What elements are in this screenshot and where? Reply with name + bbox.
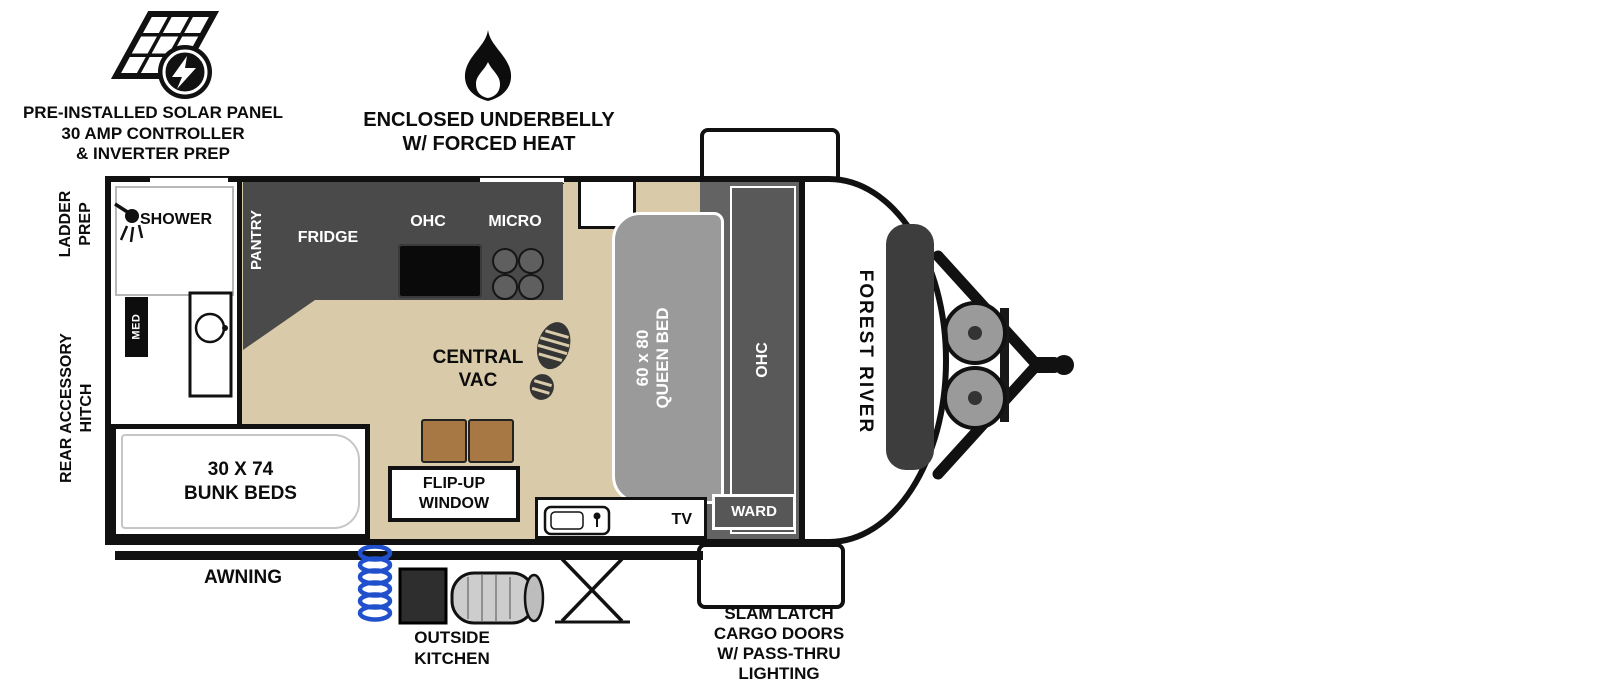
bed-ohc-cabinet [730, 186, 796, 534]
flame-icon [464, 30, 512, 101]
shower-head-icon [114, 202, 144, 243]
burner-icon [518, 274, 544, 300]
burner-icon [492, 248, 518, 274]
solar-line-3: & INVERTER PREP [76, 144, 230, 164]
solar-callout: PRE-INSTALLED SOLAR PANEL 30 AMP CONTROL… [0, 103, 306, 165]
micro-label: MICRO [488, 213, 542, 230]
solar-line-1: PRE-INSTALLED SOLAR PANEL [22, 103, 284, 122]
grill-icon [398, 567, 448, 625]
outside-kitchen-label: OUTSIDE KITCHEN [372, 628, 532, 669]
queen-bed-label: 60 x 80 QUEEN BED [633, 273, 677, 443]
ladder-prep-line-1: LADDER [57, 190, 74, 258]
awning-bar [115, 551, 703, 560]
shower-pan [115, 186, 234, 296]
wardrobe: WARD [712, 494, 796, 530]
burner-icon [492, 274, 518, 300]
seat-cube [468, 419, 514, 463]
ladder-prep-line-2: PREP [76, 202, 94, 246]
hose-coil-icon [357, 544, 393, 622]
range-icon [398, 244, 482, 298]
flip-window-line-1: FLIP-UP [422, 475, 486, 493]
burner-icon [518, 248, 544, 274]
cargo-doors-line-1: SLAM LATCH [724, 604, 834, 623]
outside-kitchen-line-1: OUTSIDE [414, 628, 490, 647]
rear-hitch-line-1: REAR ACCESSORY [58, 333, 75, 483]
cargo-door-bottom [697, 543, 845, 609]
cargo-doors-line-2: CARGO DOORS [713, 624, 845, 643]
queen-mattress [612, 212, 724, 504]
cargo-doors-label: SLAM LATCH CARGO DOORS W/ PASS-THRU LIGH… [694, 604, 864, 684]
flip-window-line-2: WINDOW [418, 495, 490, 512]
solar-line-2: 30 AMP CONTROLLER [61, 123, 245, 143]
fridge-label: FRIDGE [297, 229, 359, 246]
pantry-label: PANTRY [248, 210, 265, 270]
queen-size-label: 60 x 80 [633, 329, 652, 387]
rear-accessory-hitch-label: REAR ACCESSORY HITCH [57, 313, 99, 503]
footprint-icon [529, 322, 571, 400]
awning-label: AWNING [203, 567, 283, 588]
folding-stand-icon [555, 554, 630, 624]
underbelly-line-1: ENCLOSED UNDERBELLY [363, 109, 615, 131]
kitchen-ohc-label: OHC [410, 213, 446, 230]
tv-label: TV [671, 511, 692, 528]
central-vac-line-2: VAC [458, 370, 498, 392]
central-vac-label: CENTRAL VAC [403, 346, 553, 392]
outside-kitchen-line-2: KITCHEN [414, 648, 490, 668]
lightning-bolt-icon [158, 45, 212, 99]
bunk-size-label: 30 X 74 [207, 459, 274, 481]
seat-cube [421, 419, 467, 463]
griddle-icon [450, 571, 545, 625]
sink-icon [543, 505, 611, 536]
bunk-label: 30 X 74 BUNK BEDS [111, 424, 370, 539]
central-vac-line-1: CENTRAL [432, 347, 524, 368]
propane-tanks-icon [932, 250, 1074, 480]
queen-bed-text: QUEEN BED [653, 307, 673, 409]
outside-kitchen-equipment [357, 544, 630, 625]
cargo-doors-line-3: W/ PASS-THRU [717, 644, 841, 663]
front-cap-band [886, 224, 934, 470]
ladder-prep-label: LADDER PREP [56, 164, 98, 284]
rear-hitch-line-2: HITCH [77, 383, 95, 433]
ward-label: WARD [731, 503, 777, 520]
med-cabinet: MED [125, 297, 148, 357]
cargo-doors-line-4: LIGHTING [738, 664, 820, 683]
bunk-beds-label: BUNK BEDS [184, 482, 297, 504]
med-label: MED [129, 314, 142, 340]
flip-up-window: FLIP-UP WINDOW [388, 466, 520, 522]
underbelly-callout: ENCLOSED UNDERBELLY W/ FORCED HEAT [322, 108, 656, 157]
underbelly-line-2: W/ FORCED HEAT [402, 133, 576, 156]
bed-ohc-label: OHC [754, 342, 771, 378]
vanity-sink-icon [188, 291, 233, 398]
bunk-mattress [121, 434, 360, 529]
brand-label: FOREST RIVER [855, 269, 876, 435]
shower-label: SHOWER [140, 211, 212, 228]
bottom-counter: TV [535, 497, 707, 539]
solar-panel-icon [110, 11, 220, 99]
